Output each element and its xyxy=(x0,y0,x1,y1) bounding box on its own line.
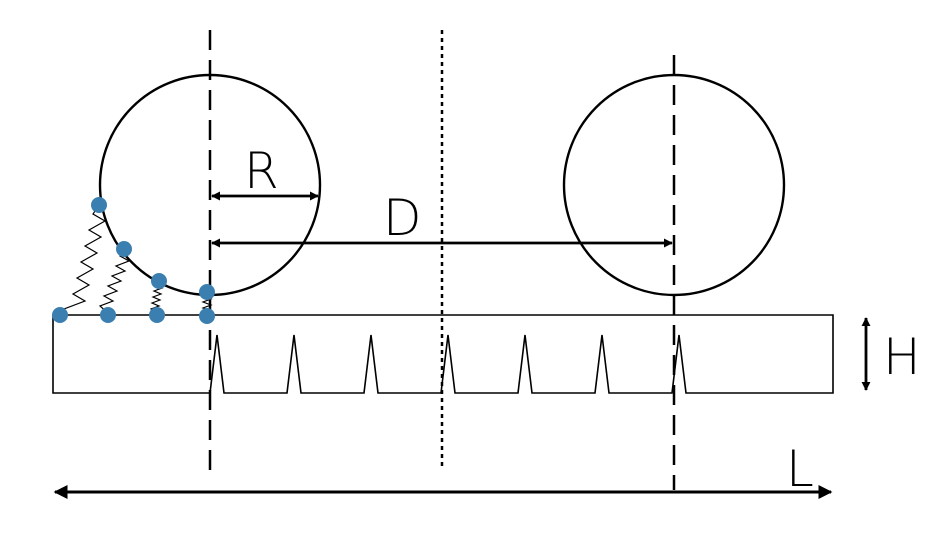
surface-node-4 xyxy=(199,284,215,300)
spring-1 xyxy=(59,204,107,316)
substrate-node-3 xyxy=(149,307,165,323)
substrate-node-4 xyxy=(199,308,215,324)
substrate-outline xyxy=(52,314,834,394)
substrate-node-1 xyxy=(52,307,68,323)
length-label: L xyxy=(786,440,814,498)
height-label: H xyxy=(883,328,921,386)
spring-2 xyxy=(98,248,131,316)
surface-node-1 xyxy=(91,197,107,213)
surface-node-3 xyxy=(151,273,167,289)
surface-node-2 xyxy=(116,241,132,257)
distance-label: D xyxy=(383,189,422,247)
radius-label: R xyxy=(244,142,279,200)
substrate-node-2 xyxy=(100,307,116,323)
